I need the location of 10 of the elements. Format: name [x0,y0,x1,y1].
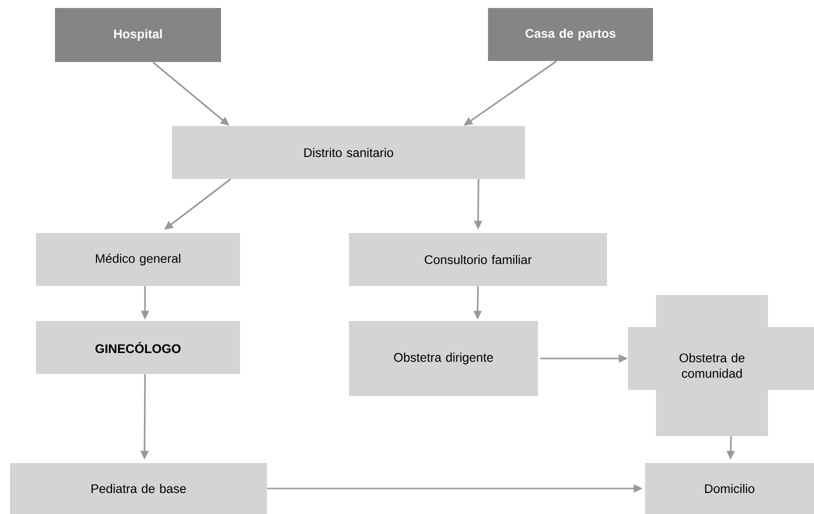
cross-shaped-box: Obstetra de comunidad [628,295,814,436]
process-box: Obstetra dirigente [349,321,538,396]
place-box: Hospital [55,8,221,62]
process-box: Pediatra de base [10,463,267,514]
process-box: Distrito sanitario [172,126,525,179]
process-box: GINECÓLOGO [36,321,240,374]
process-box: Domicilio [645,463,814,514]
process-box: Consultorio familiar [349,233,607,286]
process-box: Médico general [36,233,240,286]
place-box: Casa de partos [488,8,653,61]
